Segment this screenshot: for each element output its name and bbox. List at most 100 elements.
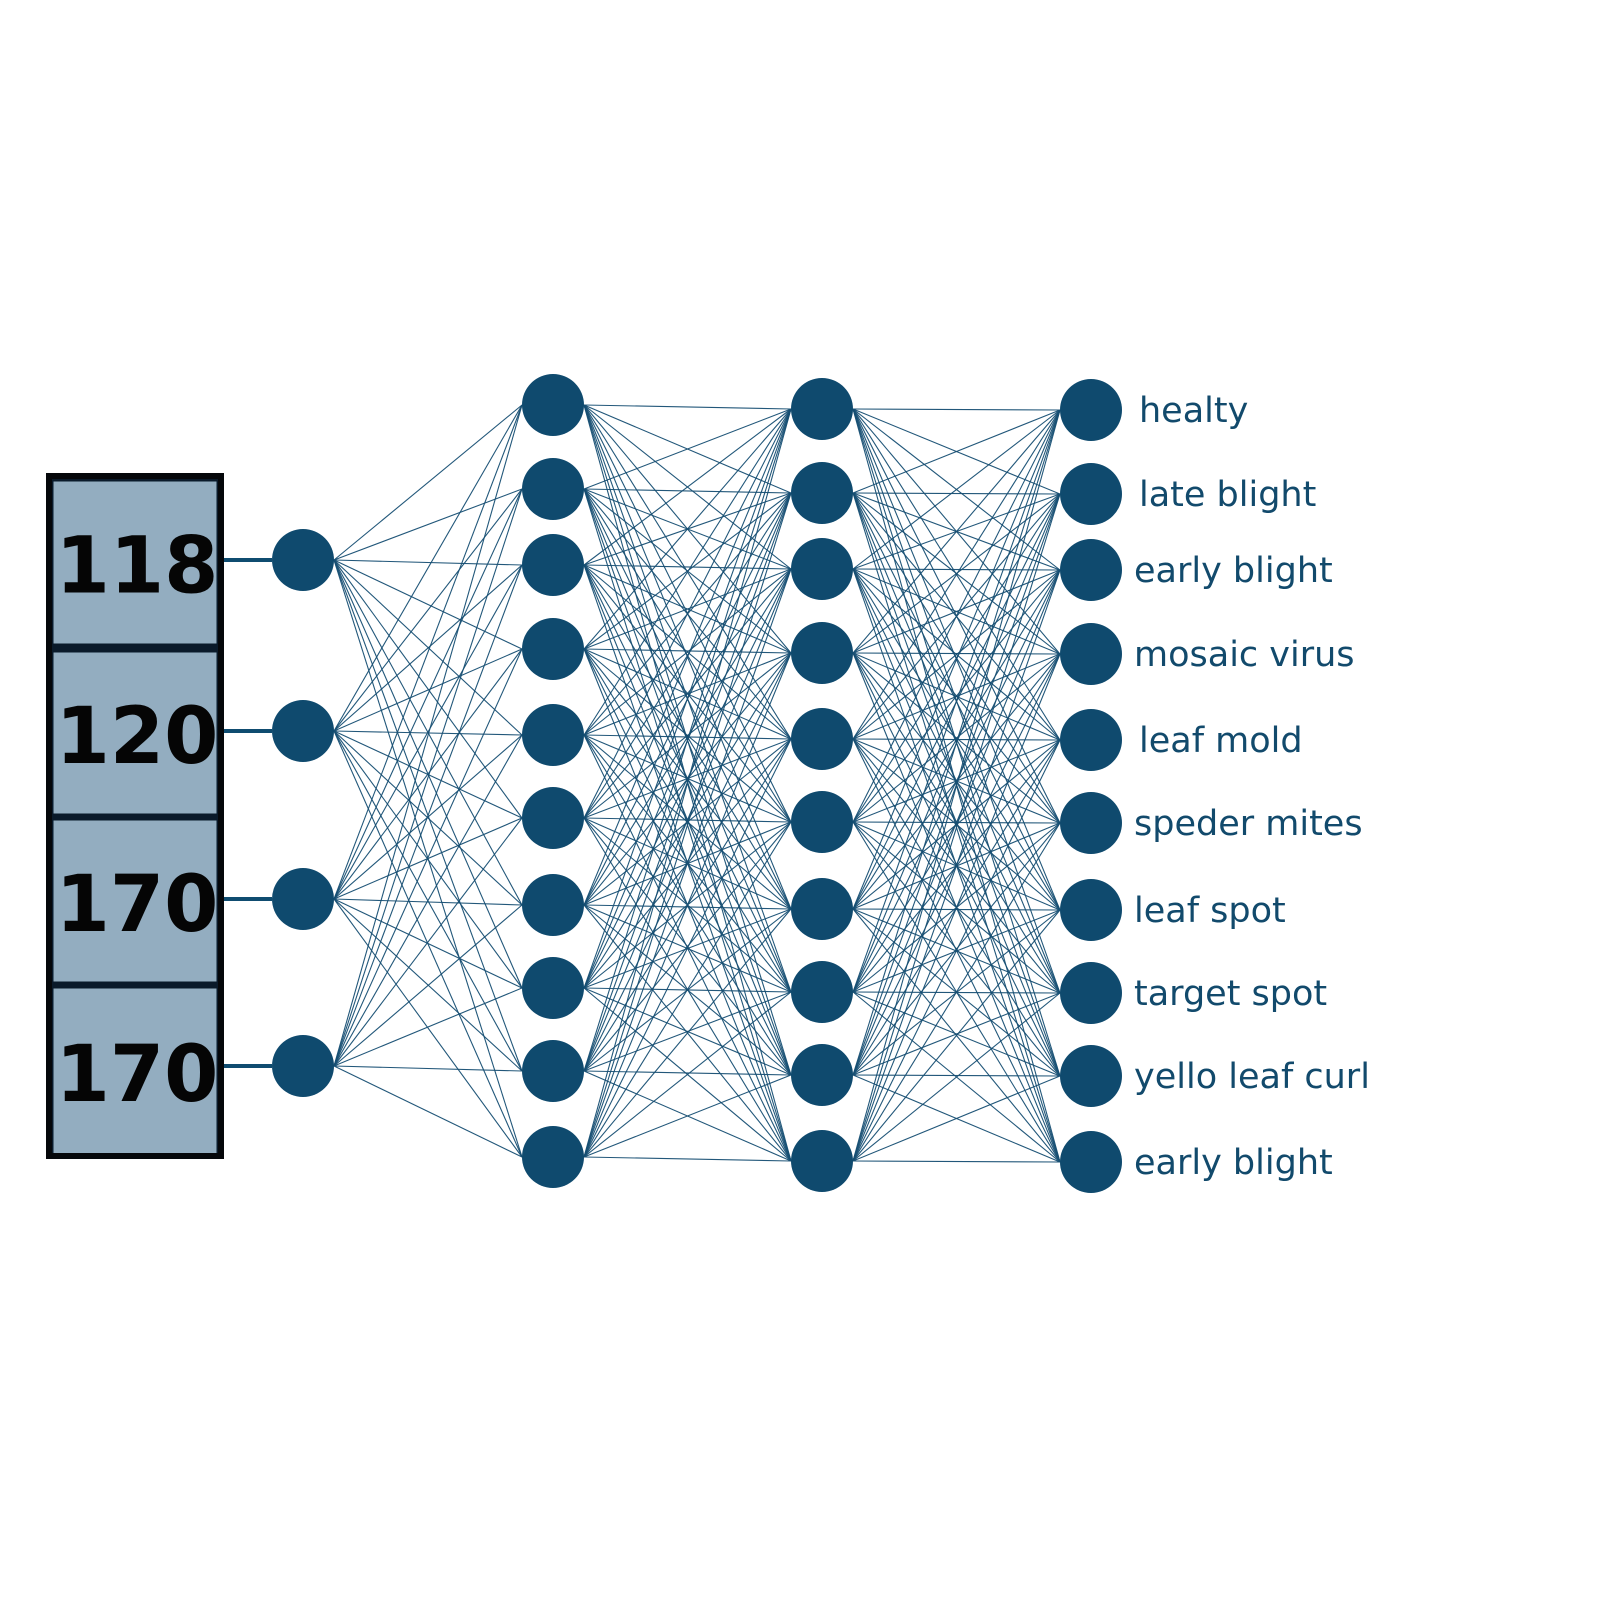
output-label: speder mites (1134, 804, 1363, 844)
hidden1-node-3 (522, 534, 584, 596)
edge-l1-5-3 (583, 652, 792, 819)
edge-l0-3-7 (333, 987, 523, 1067)
output-label: healty (1139, 391, 1248, 431)
hidden2-node-8 (791, 961, 853, 1023)
edge-l2-9-1 (852, 493, 1061, 1162)
edge-l1-9-3 (583, 652, 792, 1158)
edge-l0-3-4 (333, 734, 523, 1067)
hidden1-node-1 (522, 374, 584, 436)
input-node-3 (272, 868, 334, 930)
edge-l1-9-2 (583, 568, 792, 1158)
input-pixel-value: 170 (56, 1030, 219, 1120)
output-label: leaf mold (1139, 721, 1303, 761)
edge-l2-3-0 (852, 409, 1061, 654)
hidden2-node-7 (791, 878, 853, 940)
connection-edges (333, 404, 1061, 1163)
edge-l1-0-0 (583, 404, 792, 410)
edge-l0-0-5 (333, 559, 523, 819)
input-pixel-cell (48, 476, 222, 649)
output-label: target spot (1134, 974, 1327, 1014)
edge-l1-3-0 (583, 408, 792, 650)
input-node-4 (272, 1035, 334, 1097)
hidden1-node-6 (522, 787, 584, 849)
output-label: late blight (1139, 475, 1316, 515)
edge-l1-1-0 (583, 408, 792, 490)
output-label: mosaic virus (1134, 635, 1355, 675)
output-node-9 (1060, 1045, 1122, 1107)
edge-l1-5-0 (583, 408, 792, 819)
edge-l0-2-3 (333, 648, 523, 900)
edge-l2-9-5 (852, 822, 1061, 1162)
edge-l1-8-2 (583, 568, 792, 1072)
edge-l1-2-2 (583, 564, 792, 570)
edge-l0-1-7 (333, 730, 523, 989)
edge-l2-7-2 (852, 569, 1061, 993)
edge-l0-3-5 (333, 817, 523, 1067)
edge-l0-3-2 (333, 564, 523, 1067)
edge-l1-4-2 (583, 568, 792, 736)
edge-l2-9-2 (852, 569, 1061, 1162)
edge-l0-3-0 (333, 404, 523, 1067)
edge-l1-9-4 (583, 738, 792, 1158)
edge-l0-1-3 (333, 648, 523, 732)
output-node-4 (1060, 623, 1122, 685)
edge-l2-4-2 (852, 569, 1061, 740)
hidden2-node-5 (791, 708, 853, 770)
edge-l1-9-5 (583, 821, 792, 1158)
edge-l0-0-3 (333, 559, 523, 650)
edge-l1-8-5 (583, 821, 792, 1072)
edge-l2-6-6 (852, 908, 1061, 911)
hidden2-node-1 (791, 378, 853, 440)
edge-l0-0-1 (333, 488, 523, 561)
edge-l0-3-3 (333, 648, 523, 1067)
edge-l1-6-0 (583, 408, 792, 906)
edge-l2-9-3 (852, 653, 1061, 1162)
hidden2-node-2 (791, 462, 853, 524)
edge-l1-5-1 (583, 492, 792, 819)
edge-l2-1-1 (852, 492, 1061, 495)
edge-l2-8-5 (852, 822, 1061, 1076)
input-node-1 (272, 529, 334, 591)
hidden1-node-10 (522, 1126, 584, 1188)
edge-l1-9-7 (583, 991, 792, 1158)
hidden2-node-4 (791, 622, 853, 684)
edge-l2-6-0 (852, 409, 1061, 910)
edge-l2-8-8 (852, 1074, 1061, 1077)
edge-l0-3-8 (333, 1065, 523, 1072)
edge-l1-9-6 (583, 908, 792, 1158)
input-node-2 (272, 700, 334, 762)
edge-l1-6-2 (583, 568, 792, 906)
edge-l2-0-0 (852, 408, 1061, 411)
output-node-6 (1060, 792, 1122, 854)
edge-l1-7-0 (583, 408, 792, 989)
edge-l2-8-2 (852, 569, 1061, 1076)
edge-l2-7-0 (852, 409, 1061, 993)
edge-l2-2-2 (852, 568, 1061, 571)
output-label: early blight (1134, 1143, 1333, 1183)
edge-l2-1-0 (852, 409, 1061, 494)
hidden1-node-9 (522, 1040, 584, 1102)
output-node-3 (1060, 539, 1122, 601)
edge-l2-5-3 (852, 653, 1061, 823)
edge-l2-3-2 (852, 569, 1061, 654)
edge-l2-8-0 (852, 409, 1061, 1076)
edge-l1-9-0 (583, 408, 792, 1158)
edge-l1-6-4 (583, 738, 792, 906)
edge-l0-1-2 (333, 564, 523, 732)
edge-l2-5-0 (852, 409, 1061, 823)
edge-l1-5-2 (583, 568, 792, 819)
edge-l0-1-6 (333, 730, 523, 906)
edge-l0-2-6 (333, 898, 523, 906)
edge-l0-1-0 (333, 404, 523, 732)
edge-l2-6-2 (852, 569, 1061, 910)
hidden1-node-5 (522, 704, 584, 766)
edge-l0-0-2 (333, 559, 523, 566)
hidden1-node-8 (522, 957, 584, 1019)
output-node-1 (1060, 379, 1122, 441)
edge-l2-6-4 (852, 739, 1061, 910)
output-node-5 (1060, 709, 1122, 771)
output-node-2 (1060, 463, 1122, 525)
edge-l0-2-9 (333, 898, 523, 1158)
output-label: yello leaf curl (1134, 1057, 1370, 1097)
